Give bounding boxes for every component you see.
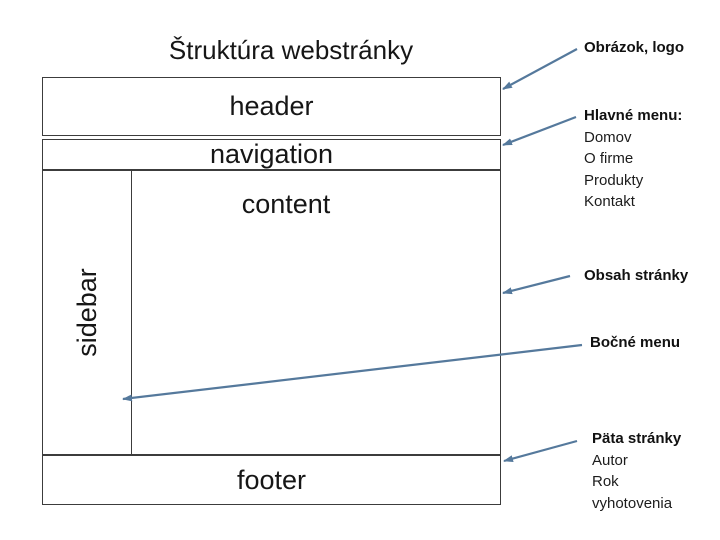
- annotation-logo: Obrázok, logo: [584, 37, 684, 59]
- wireframe-sidebar-label: sidebar: [71, 268, 102, 357]
- annotation-logo-heading: Obrázok, logo: [584, 39, 685, 56]
- wireframe-footer-label: footer: [236, 464, 307, 495]
- annotation-main-menu-item: O firme: [584, 150, 634, 167]
- arrow-line-content: [502, 274, 571, 295]
- wireframe-footer-box: footer: [42, 455, 501, 505]
- wireframe-navigation-label: navigation: [209, 139, 334, 169]
- annotation-content: Obsah stránky: [584, 265, 688, 287]
- arrow-line-logo: [502, 48, 578, 90]
- wireframe-header-label: header: [229, 91, 314, 121]
- annotation-main-menu-heading: Hlavné menu:: [584, 107, 683, 124]
- annotation-footer-item: vyhotovenia: [592, 494, 673, 512]
- annotation-side-menu: Bočné menu: [590, 332, 680, 354]
- annotation-side-menu-heading: Bočné menu: [590, 334, 681, 351]
- annotation-main-menu-item: Kontakt: [584, 193, 635, 210]
- annotation-footer-heading: Päta stránky: [592, 430, 682, 447]
- wireframe-header-box: header: [42, 77, 501, 136]
- annotation-footer: Päta stránky Autor Rok vyhotovenia: [592, 428, 681, 514]
- wireframe-content-label: content: [241, 189, 331, 219]
- arrow-line-main-menu: [502, 115, 577, 147]
- annotation-content-heading: Obsah stránky: [584, 267, 689, 284]
- wireframe-navigation-box: navigation: [42, 139, 501, 170]
- annotation-main-menu-item: Domov: [584, 128, 632, 146]
- arrow-line-footer: [503, 439, 578, 463]
- wireframe-sidebar-box: sidebar: [42, 170, 132, 455]
- annotation-main-menu: Hlavné menu: Domov O firme Produkty Kont…: [584, 105, 682, 213]
- page-title: Štruktúra webstránky: [168, 35, 414, 65]
- annotation-footer-item: Rok: [592, 473, 619, 490]
- annotation-footer-item: Autor: [592, 451, 628, 469]
- annotation-main-menu-item: Produkty: [584, 171, 644, 189]
- wireframe-content-box: content: [131, 170, 501, 455]
